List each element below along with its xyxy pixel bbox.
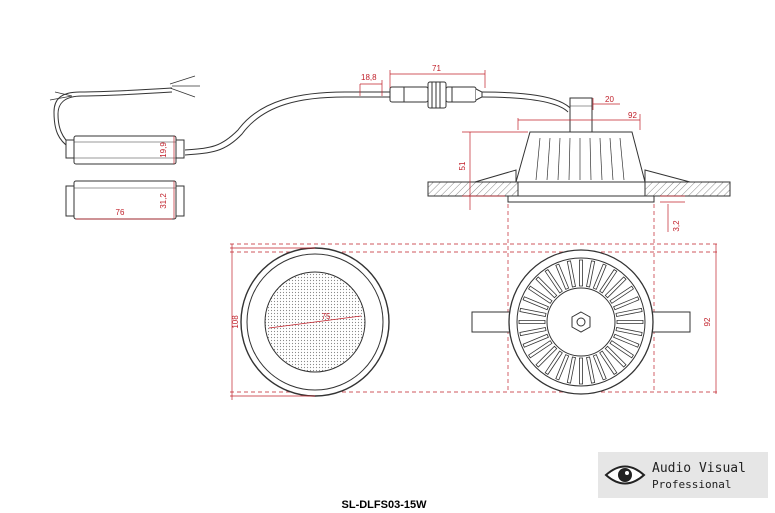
heatsink-fin [604,345,627,368]
connector-dimensions [359,70,486,96]
brand-logo: Audio Visual Professional [598,452,768,498]
heatsink-fin [609,285,634,304]
driver-height-top-dim: 19,9 [159,142,168,158]
fixture-height-dim: 51 [458,161,467,170]
driver-height-bottom-dim: 31,2 [159,193,168,209]
eye-icon [604,465,646,485]
connector-length-dim: 71 [432,64,441,73]
heatsink-fin [609,340,634,359]
heatsink-fin [519,307,547,317]
heatsink-fin [615,307,643,317]
logo-line1: Audio Visual [652,461,746,476]
heatsink-fin [518,319,546,325]
front-outer-diameter-dim: 108 [231,315,240,329]
heatsink-fin [566,260,576,288]
fixture-side-view [474,97,691,203]
heatsink-fin [592,263,607,290]
heatsink-fin [579,357,583,385]
heatsink-fin [579,259,583,287]
heatsink-fin [613,296,640,311]
front-view-dimensions [230,244,362,400]
heatsink-fin [522,333,549,348]
heatsink-fin [616,319,644,325]
driver-box-top [65,135,185,165]
heatsink-fin [519,327,547,337]
driver-length-dim: 76 [116,208,125,217]
projection-lines [230,204,720,393]
driver-side-dimensions [76,181,175,220]
heatsink-fin [528,340,553,359]
fixture-side-dimensions [462,98,685,232]
rear-view [471,249,691,395]
heatsink-fin [544,350,563,375]
heatsink-fin [599,269,618,294]
ceiling-section [427,181,731,197]
inline-connector [389,81,483,109]
bezel-thickness-dim: 3,2 [672,220,681,232]
heatsink-fin [522,296,549,311]
front-lens-diameter-dim: 75 [322,312,331,321]
driver-box-side [65,180,185,220]
heatsink-fin [586,356,596,384]
heatsink-fin [555,354,570,381]
heatsink-fin [592,354,607,381]
neck-width-dim: 20 [605,95,614,104]
model-label: SL-DLFS03-15W [342,499,428,511]
rear-height-dim: 92 [703,317,712,326]
fixture-width-dim: 92 [628,111,637,120]
heatsink-fin [613,333,640,348]
heatsink-fin [615,327,643,337]
connector-body-dim: 18,8 [361,73,377,82]
heatsink-fin [528,285,553,304]
logo-line2: Professional [652,478,731,491]
heatsink-fin [544,269,563,294]
heatsink-fin [599,350,618,375]
cable-assembly [49,75,573,156]
heatsink-fin [566,356,576,384]
heatsink-fin [535,276,558,299]
heatsink-fin [604,276,627,299]
heatsink-fin [535,345,558,368]
heatsink-fin [586,260,596,288]
heatsink-fin [555,263,570,290]
